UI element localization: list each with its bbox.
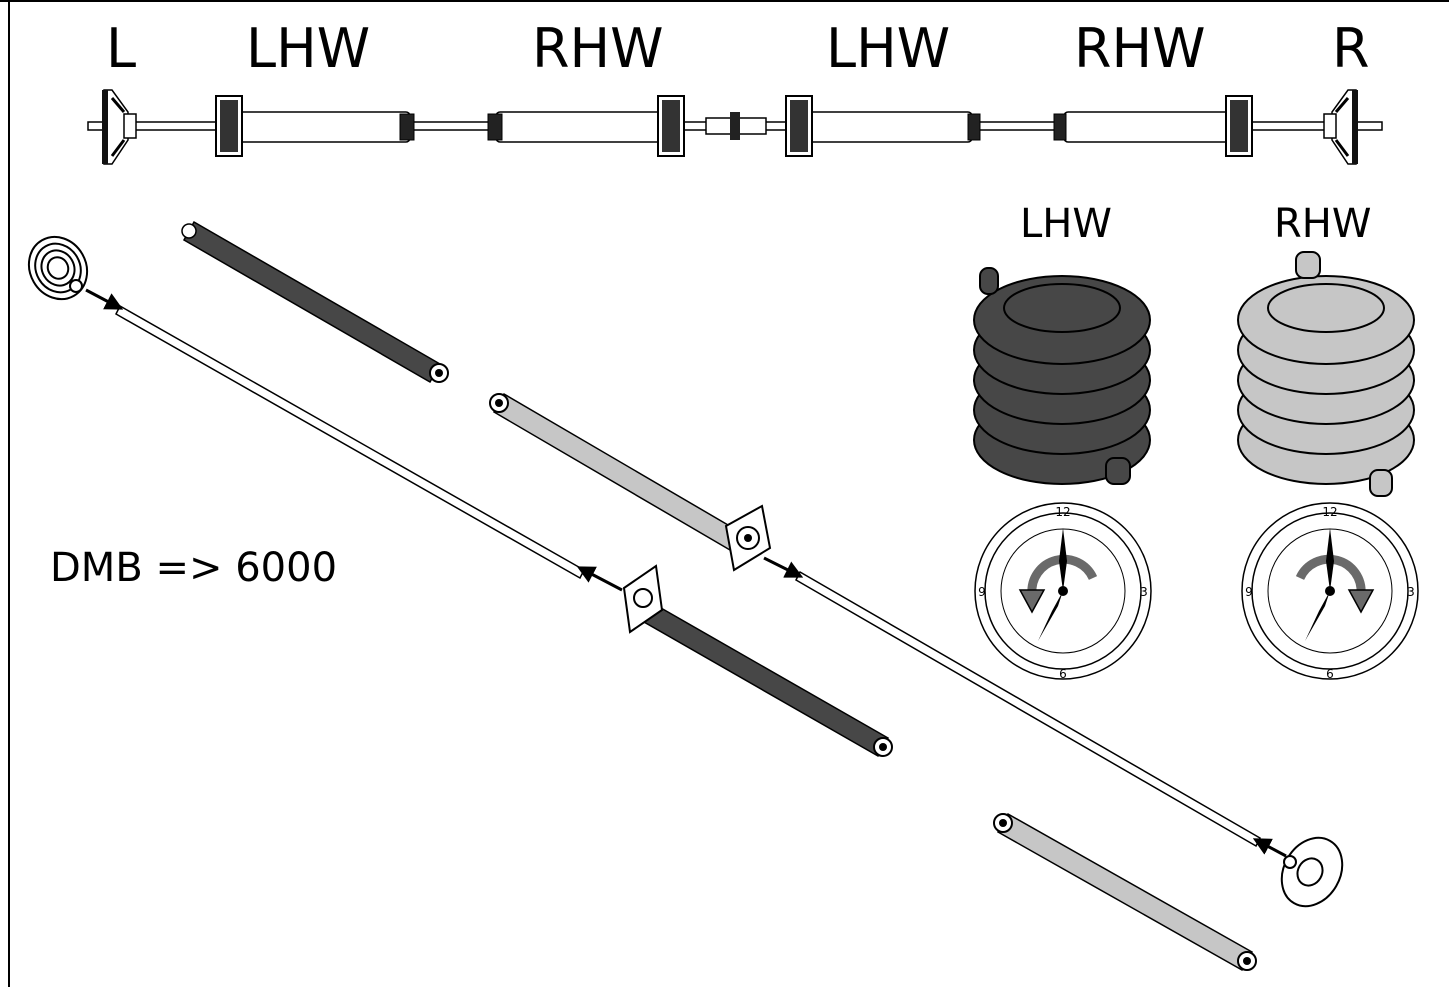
left-cable-drum-exploded — [27, 235, 89, 301]
arrow-shaft-to-bracket — [576, 566, 623, 592]
center-bracket-lower — [622, 564, 664, 634]
frame-top-border — [0, 0, 1449, 2]
top-spring-lhw-1 — [237, 111, 411, 143]
lhw-clock-12: 12 — [1055, 505, 1070, 519]
label-rhw-coil: RHW — [1274, 201, 1372, 247]
rhw-clock-9: 9 — [1245, 585, 1253, 599]
dmb-note: DMB => 6000 — [50, 545, 338, 591]
assembly-arrows — [85, 288, 1287, 858]
spring-tube-rhw-lower — [993, 812, 1257, 972]
top-shaft-assembly — [87, 89, 1383, 165]
top-center-brackets — [215, 95, 1253, 157]
right-cable-drum-exploded — [1280, 836, 1344, 908]
lhw-coil-spring — [973, 267, 1151, 485]
top-spring-rhw-2 — [1063, 111, 1231, 143]
lhw-clock-9: 9 — [978, 585, 986, 599]
label-lhw-coil: LHW — [1020, 201, 1112, 247]
left-cable-drum — [102, 89, 137, 165]
label-right-end: R — [1332, 17, 1370, 80]
lhw-rotation-arrow — [1027, 554, 1098, 595]
rhw-clock-3: 3 — [1407, 585, 1415, 599]
arrow-drum-to-right-shaft — [1252, 838, 1287, 858]
label-rhw-2: RHW — [1074, 17, 1206, 80]
lhw-hand-down — [1038, 591, 1063, 641]
top-spring-rhw-1 — [495, 111, 663, 143]
spring-tube-lhw-lower — [628, 594, 893, 758]
shaft-coupler — [705, 112, 767, 140]
spring-tube-lhw-upper — [181, 220, 449, 384]
label-left-end: L — [106, 17, 137, 80]
label-lhw-1: LHW — [246, 17, 371, 80]
lhw-clock: 12 3 6 9 — [974, 502, 1152, 681]
frame-left-border — [8, 0, 10, 987]
lhw-clock-6: 6 — [1059, 667, 1067, 681]
rhw-clock-6: 6 — [1326, 667, 1334, 681]
label-lhw-2: LHW — [826, 17, 951, 80]
right-cable-drum — [1323, 89, 1358, 165]
rhw-coil-spring — [1237, 251, 1415, 497]
rhw-hand-down — [1305, 591, 1330, 641]
rhw-rotation-arrow — [1295, 554, 1366, 595]
rhw-clock: 12 3 6 9 — [1241, 502, 1419, 681]
left-long-shaft — [115, 304, 585, 580]
top-spring-lhw-2 — [805, 111, 973, 143]
arrow-drum-to-shaft — [85, 288, 124, 310]
arrow-bracket-to-shaft — [763, 556, 804, 578]
top-winding-cones — [399, 113, 1067, 141]
rhw-hand-up — [1326, 528, 1334, 591]
rhw-clock-12: 12 — [1322, 505, 1337, 519]
lhw-hand-up — [1059, 528, 1067, 591]
label-rhw-1: RHW — [532, 17, 664, 80]
center-bracket-upper — [724, 504, 772, 572]
spring-tube-rhw-middle — [489, 392, 742, 552]
lhw-clock-3: 3 — [1140, 585, 1148, 599]
